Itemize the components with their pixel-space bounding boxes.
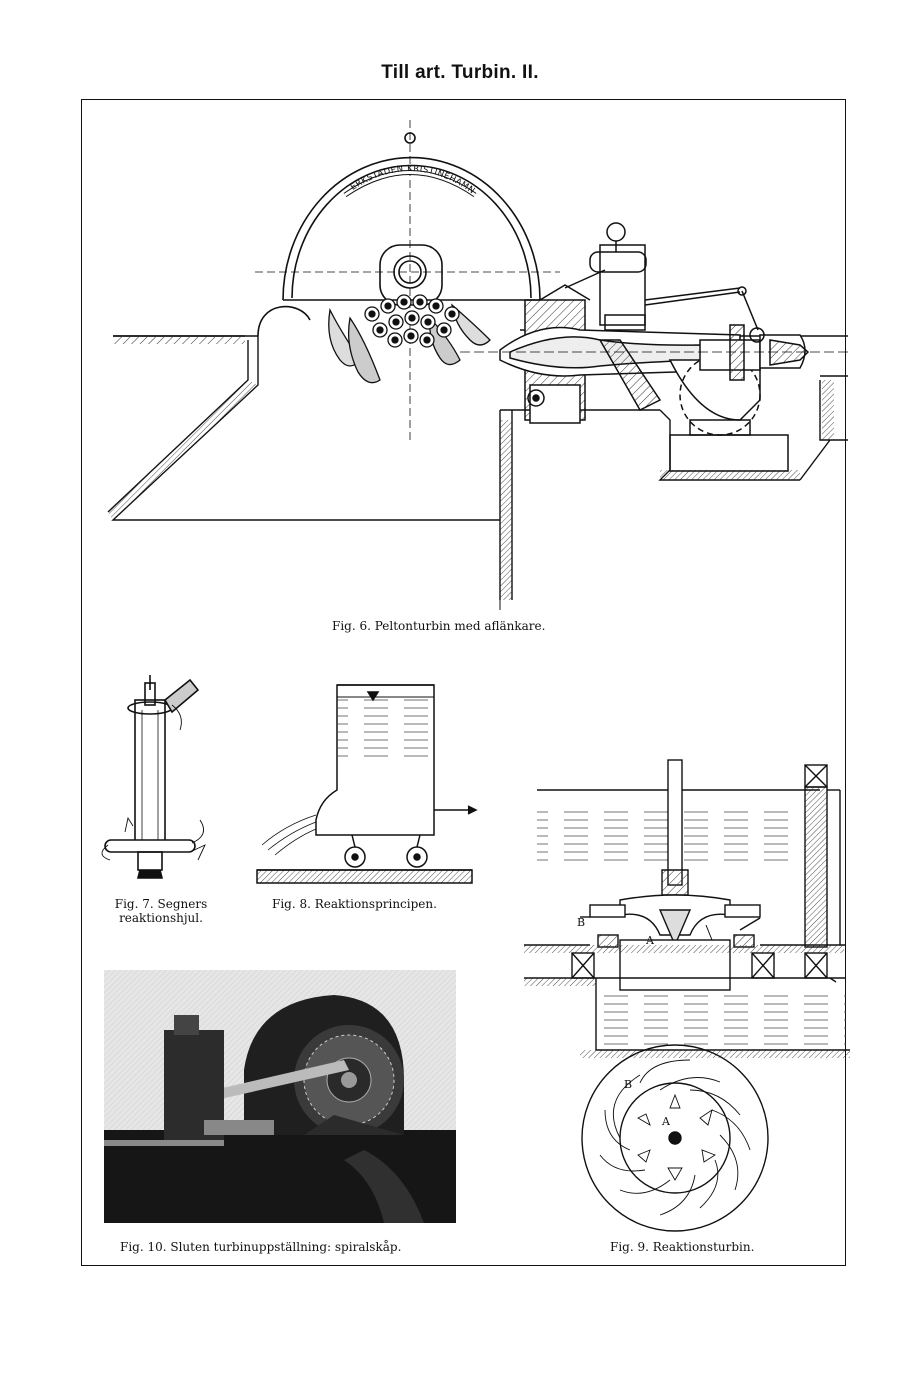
page-header: Till art. Turbin. II. bbox=[381, 62, 539, 83]
fig9-label-b-plan: B bbox=[624, 1078, 632, 1091]
fig10-photograph bbox=[104, 970, 456, 1223]
fig8-caption: Fig. 8. Reaktionsprincipen. bbox=[272, 897, 437, 911]
fig10-caption: Fig. 10. Sluten turbinuppställning: spir… bbox=[120, 1240, 402, 1254]
fig9-label-b-section: B bbox=[577, 916, 585, 929]
fig6-nozzle-assembly bbox=[460, 222, 850, 472]
fig9-plan-view bbox=[581, 1044, 769, 1232]
fig7-caption-line2: reaktionshjul. bbox=[119, 911, 203, 925]
fig7-caption-line1: Fig. 7. Segners bbox=[114, 897, 208, 911]
fig9-label-a-section: A bbox=[645, 934, 655, 947]
fig6-caption: Fig. 6. Peltonturbin med aflänkare. bbox=[332, 619, 546, 633]
fig9-caption: Fig. 9. Reaktionsturbin. bbox=[610, 1240, 755, 1254]
fig6-pelton-buckets bbox=[328, 294, 491, 384]
plate-frame bbox=[81, 99, 846, 1266]
fig9-label-a-plan: A bbox=[661, 1115, 671, 1128]
fig6-wheel-casing bbox=[255, 120, 560, 440]
